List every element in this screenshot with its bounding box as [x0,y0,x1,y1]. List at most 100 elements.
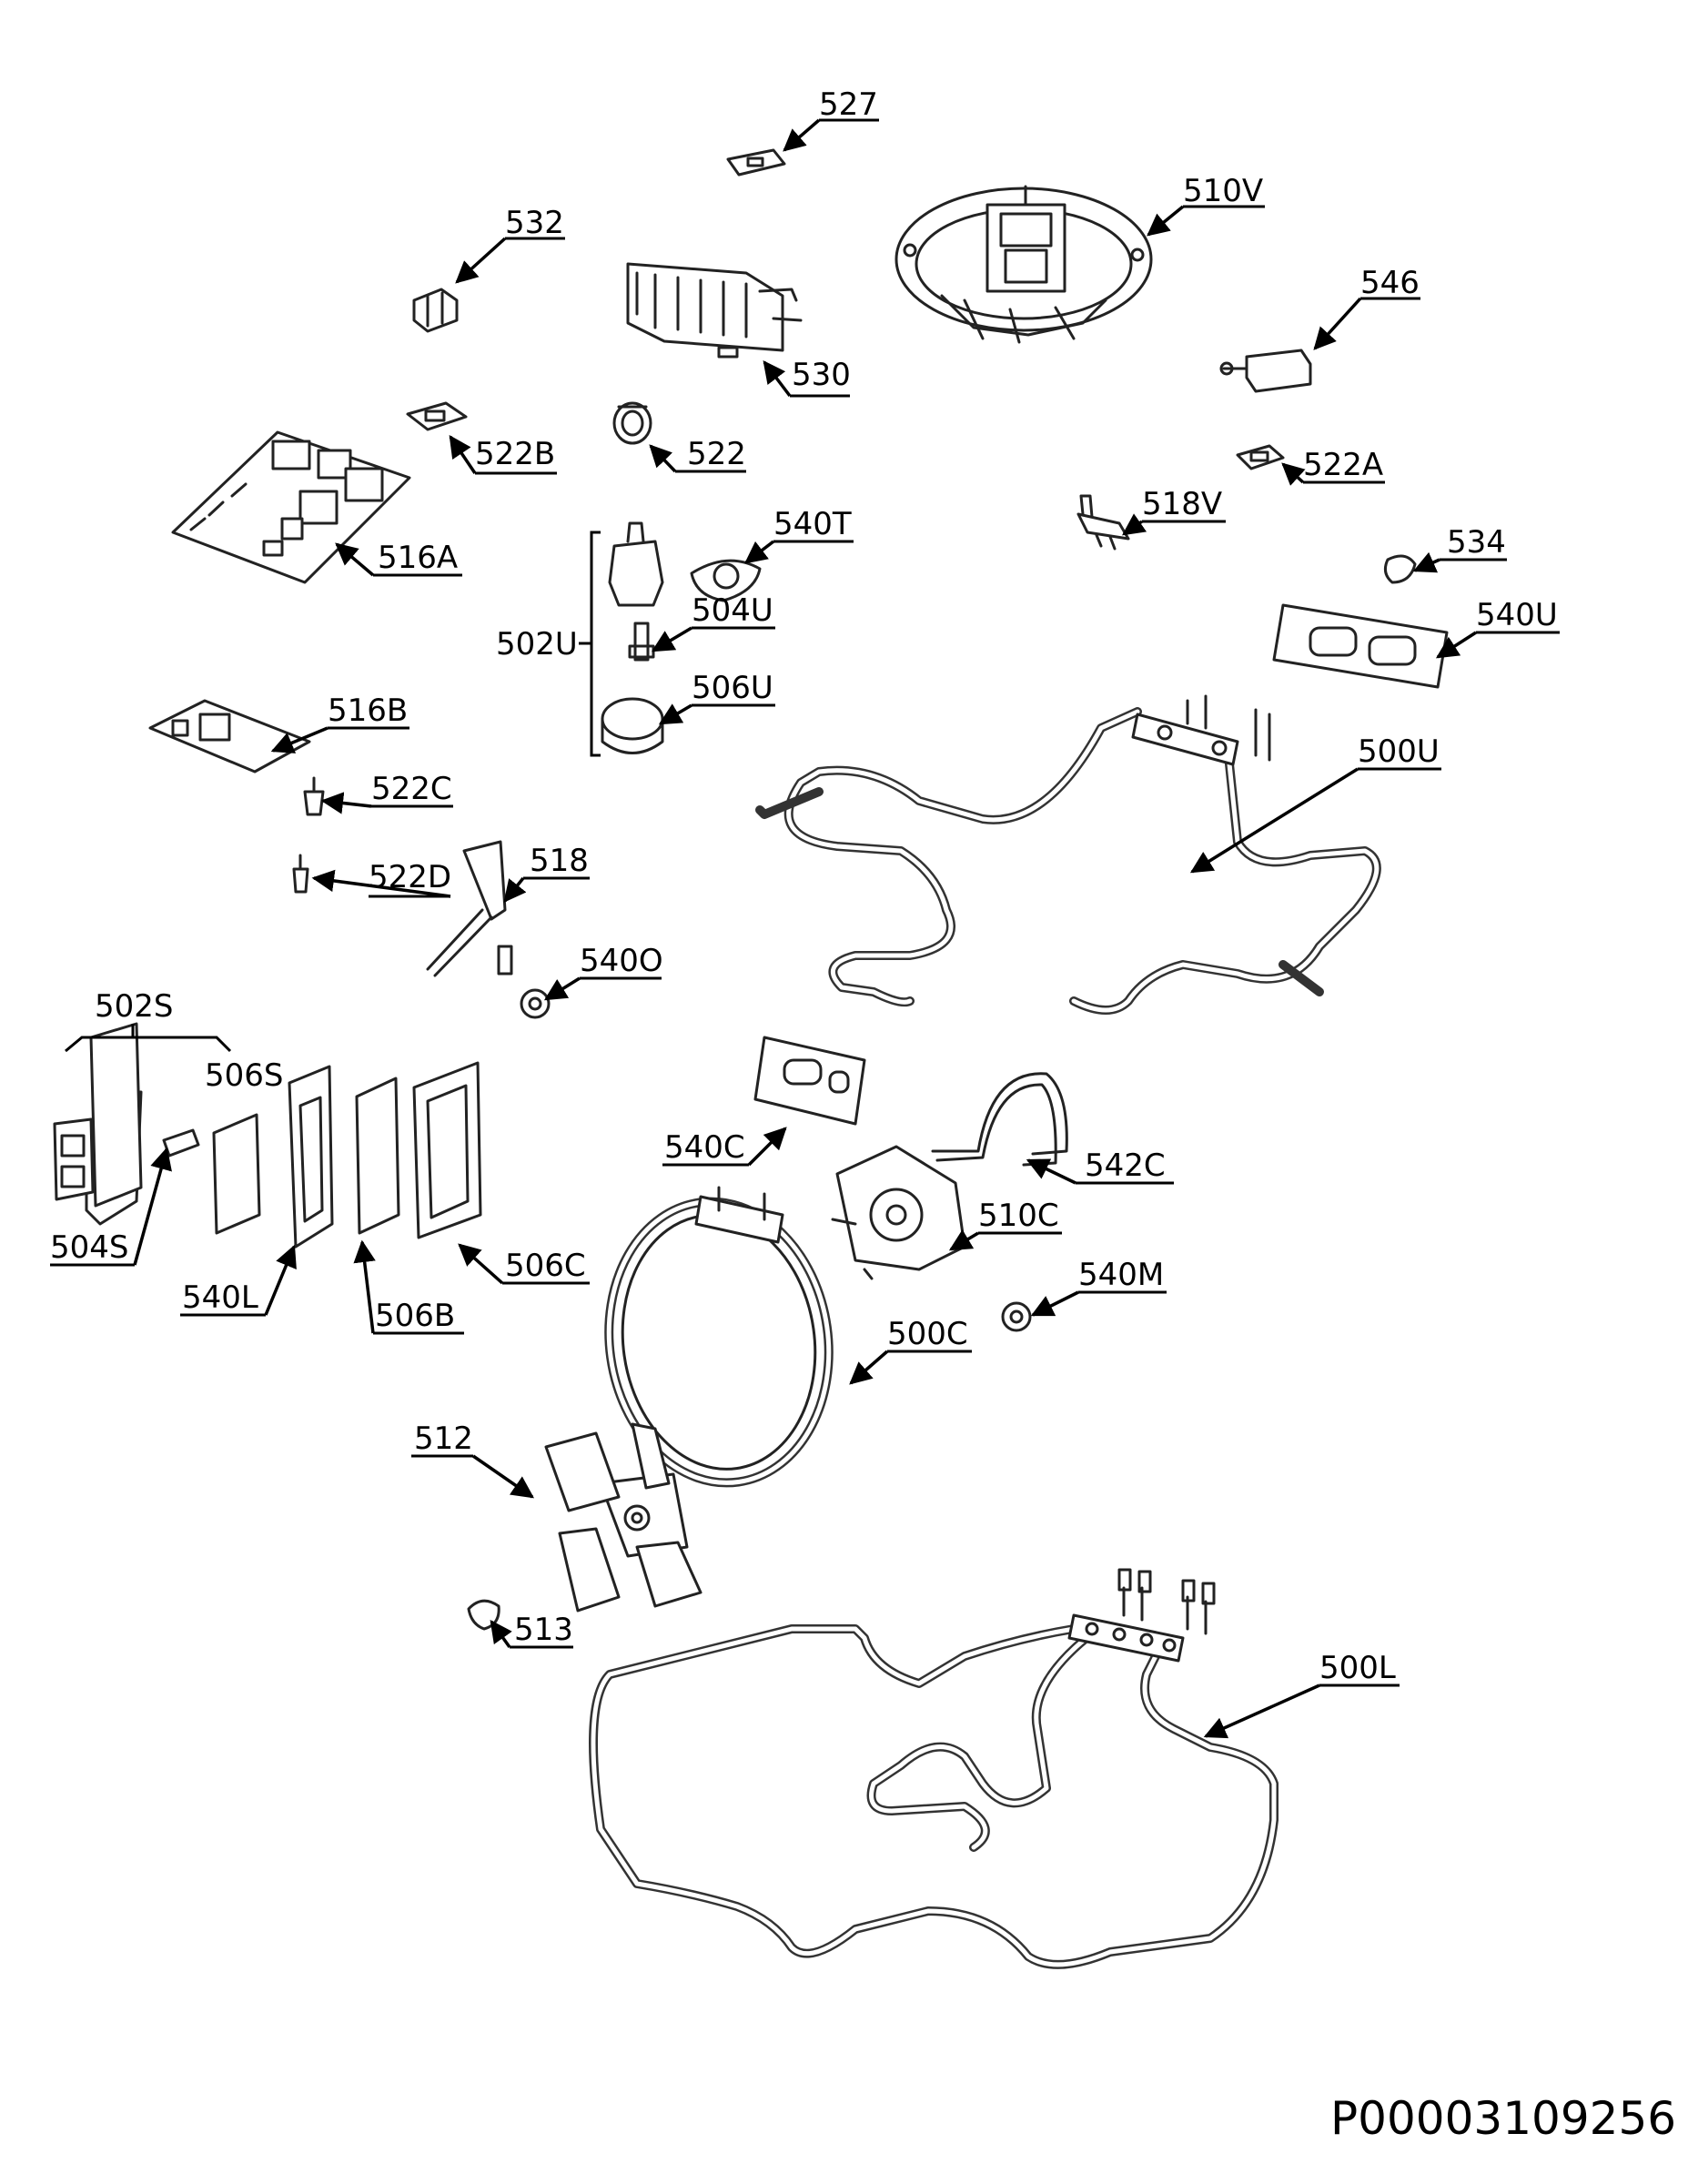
label-522C: 522C [371,771,453,808]
label-542C: 542C [1076,1148,1174,1185]
label-522D: 522D [369,859,451,898]
part-500U-drawing [755,694,1381,1015]
part-546-drawing [1219,349,1312,393]
bracket-502U [579,531,601,757]
label-500L: 500L [1319,1650,1400,1687]
label-540T: 540T [773,506,854,543]
bracket-502S [65,1024,232,1053]
svg-text:513: 513 [514,1612,573,1648]
label-510V: 510V [1183,173,1265,209]
label-513: 513 [510,1612,573,1649]
part-522C-drawing [303,776,325,816]
part-516B-drawing [148,699,311,774]
svg-text:518V: 518V [1142,486,1222,522]
part-530-drawing [626,262,803,359]
svg-text:540C: 540C [664,1129,745,1166]
label-510C: 510C [978,1198,1062,1235]
label-540M: 540M [1078,1257,1167,1294]
label-502S: 502S [95,988,173,1025]
part-516A-drawing [171,430,411,584]
label-502U: 502U [496,626,578,662]
svg-text:500U: 500U [1358,733,1440,770]
part-532-drawing [412,288,459,333]
part-540U-drawing [1272,603,1449,689]
label-530: 530 [790,357,851,398]
svg-text:546: 546 [1360,265,1420,301]
part-527-drawing [726,148,786,177]
svg-text:516A: 516A [378,540,458,576]
part-500C-drawing [604,1186,834,1488]
label-506C: 506C [502,1248,590,1285]
svg-text:506U: 506U [692,670,773,706]
svg-text:534: 534 [1447,524,1506,561]
label-516A: 516A [373,540,462,577]
svg-text:530: 530 [792,357,851,393]
svg-text:522B: 522B [475,436,555,472]
label-522B: 522B [475,436,557,475]
label-506U: 506U [692,670,775,707]
svg-text:522: 522 [687,436,746,472]
svg-text:504S: 504S [50,1229,128,1266]
svg-text:532: 532 [505,205,564,241]
svg-text:506S: 506S [205,1057,283,1094]
leader-lines [133,118,1477,1739]
svg-text:540L: 540L [182,1279,258,1316]
svg-text:522D: 522D [369,859,451,895]
label-532: 532 [505,205,565,241]
svg-text:502U: 502U [496,626,578,662]
part-500L-drawing [589,1568,1279,1969]
part-540O-drawing [520,988,551,1019]
part-518V-drawing [1076,494,1130,551]
part-502U-group-drawing [601,521,664,754]
svg-text:540T: 540T [773,506,852,542]
label-506S: 506S [205,1057,283,1094]
document-code: P00003109256 [1330,2092,1676,2145]
part-510V-drawing [894,185,1153,344]
label-540L: 540L [180,1279,266,1317]
label-527: 527 [819,86,879,123]
part-522-drawing [612,401,652,445]
part-512-drawing [544,1422,702,1613]
label-518V: 518V [1142,486,1226,523]
svg-text:542C: 542C [1085,1148,1166,1184]
label-506B: 506B [373,1298,464,1335]
label-512: 512 [411,1421,473,1458]
svg-text:540U: 540U [1476,597,1558,633]
svg-text:502S: 502S [95,988,173,1025]
label-500C: 500C [887,1316,972,1353]
part-540M-drawing [1001,1301,1032,1332]
label-540O: 540O [580,943,663,980]
svg-text:510V: 510V [1183,173,1263,209]
label-546: 546 [1360,265,1420,301]
label-504U: 504U [692,592,775,630]
label-540U: 540U [1476,597,1560,634]
svg-text:518: 518 [530,843,589,879]
part-540T-drawing [690,559,762,602]
svg-text:512: 512 [414,1421,473,1457]
svg-text:540O: 540O [580,943,663,979]
svg-text:510C: 510C [978,1198,1059,1234]
svg-text:522C: 522C [371,771,452,807]
svg-text:540M: 540M [1078,1257,1164,1293]
svg-text:504U: 504U [692,592,773,629]
part-534-drawing [1383,554,1417,584]
label-518: 518 [523,843,590,880]
svg-text:500C: 500C [887,1316,968,1352]
svg-text:500L: 500L [1319,1650,1396,1686]
part-540C-drawing [753,1036,866,1126]
label-522: 522 [675,436,746,473]
svg-text:506B: 506B [375,1298,455,1334]
svg-text:516B: 516B [328,693,408,729]
label-522A: 522A [1303,447,1385,484]
part-522B-drawing [406,401,468,431]
part-522D-drawing [292,854,309,894]
part-518-drawing [426,840,513,977]
label-534: 534 [1440,524,1507,561]
svg-text:527: 527 [819,86,878,123]
label-540C: 540C [662,1129,749,1167]
svg-text:506C: 506C [505,1248,586,1284]
label-500U: 500U [1358,733,1441,771]
part-502S-group-drawing [53,1022,482,1249]
part-522A-drawing [1236,444,1285,470]
